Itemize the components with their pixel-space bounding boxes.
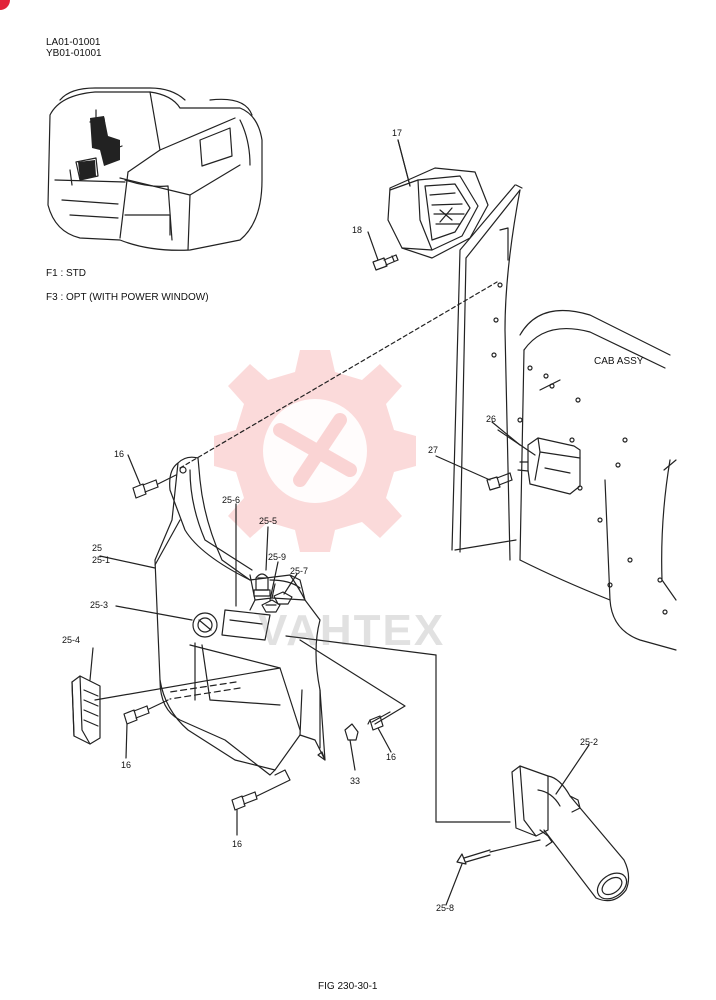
highlighted-panel-icon [78, 116, 120, 180]
callout-25-9: 25-9 [268, 552, 287, 562]
part-17-switch-panel [387, 167, 489, 259]
cab-structure [451, 184, 677, 651]
callout-16-left: 16 [121, 760, 132, 770]
part-27-screw [486, 472, 513, 491]
callout-25: 25 [92, 543, 103, 553]
callout-27: 27 [428, 445, 439, 455]
corner-badge [0, 0, 10, 10]
part-26-control-module [517, 437, 583, 495]
callout-25-7: 25-7 [290, 566, 309, 576]
callout-16-bottom: 16 [232, 839, 243, 849]
serial-code-2: YB01-01001 [46, 48, 102, 59]
callout-16-right: 16 [386, 752, 397, 762]
part-33-clip [344, 723, 359, 741]
callout-25-3: 25-3 [90, 600, 109, 610]
callout-25-1: 25-1 [92, 555, 111, 565]
cab-overview-drawing [47, 87, 263, 251]
part-25-trim-panel [154, 456, 326, 776]
option-std: F1 : STD [46, 268, 87, 279]
part-25-5-plug [253, 573, 271, 597]
callout-26: 26 [486, 414, 497, 424]
part-18-screw [372, 254, 399, 271]
option-power-window: F3 : OPT (WITH POWER WINDOW) [46, 292, 209, 303]
callout-25-6: 25-6 [222, 495, 241, 505]
serial-code-1: LA01-01001 [46, 37, 101, 48]
part-16-screw-left [123, 705, 150, 725]
part-25-8-tapping-screw [456, 849, 491, 865]
part-25-4-vent-grille [71, 675, 101, 745]
callout-16-upper: 16 [114, 449, 125, 459]
callout-25-2: 25-2 [580, 737, 599, 747]
callout-25-8: 25-8 [436, 903, 455, 913]
figure-caption: FIG 230-30-1 [318, 981, 378, 992]
part-25-2-air-duct [511, 765, 630, 902]
callout-33: 33 [350, 776, 361, 786]
part-16-screw-bottom [231, 791, 258, 811]
callout-25-5: 25-5 [259, 516, 278, 526]
part-25-7-cap [273, 591, 293, 605]
watermark-text: VAHTEX [258, 606, 446, 655]
part-25-9-switch [261, 599, 281, 613]
cab-assy-label: CAB ASSY [594, 356, 644, 367]
part-16-screw-right [367, 711, 391, 731]
callout-17: 17 [392, 128, 403, 138]
callout-25-4: 25-4 [62, 635, 81, 645]
callout-18: 18 [352, 225, 363, 235]
part-25-3-round-knob [192, 612, 218, 638]
part-16-screw-upper [132, 479, 159, 499]
